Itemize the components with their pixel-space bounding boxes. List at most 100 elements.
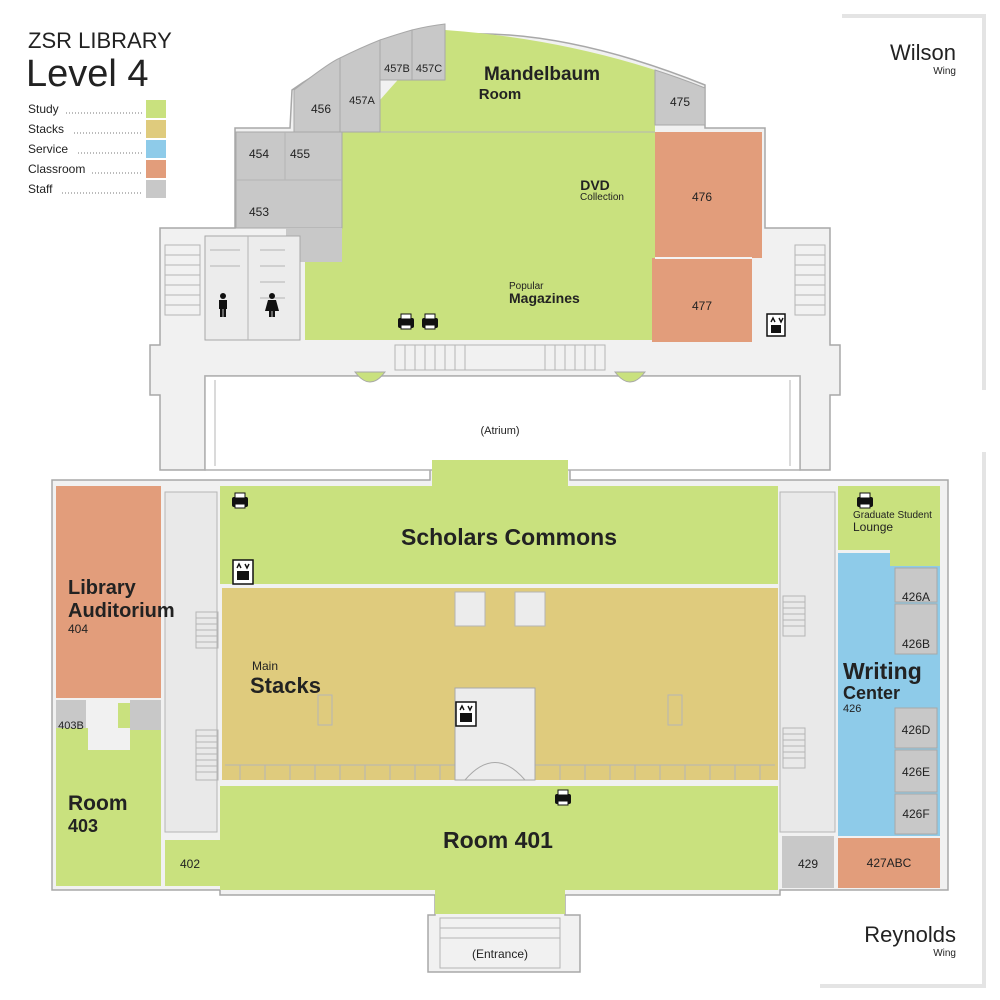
stacks-label: Stacks (250, 673, 321, 698)
elevator-icon (455, 701, 477, 727)
room-427abc (838, 838, 940, 888)
legend: Study Stacks Service Classroom Staff (28, 100, 166, 198)
printer-icon (422, 313, 438, 330)
room-429 (782, 836, 834, 888)
room-456 (293, 57, 341, 133)
room-477-label: 477 (692, 299, 712, 313)
legend-study-swatch (146, 100, 166, 118)
room-401-label: Room 401 (443, 827, 553, 853)
mandelbaum-label-2: Room (479, 86, 522, 103)
room-457c-label: 457C (416, 63, 442, 75)
legend-service-label: Service (28, 142, 68, 156)
level-title: Level 4 (26, 53, 149, 95)
room-457a-label: 457A (349, 95, 375, 107)
library-auditorium (56, 486, 161, 698)
room-402 (165, 840, 220, 886)
legend-stacks-swatch (146, 120, 166, 138)
stacks-stairs (317, 591, 683, 726)
magazines-label: Magazines (509, 290, 580, 306)
room-476 (655, 132, 762, 258)
room-477 (652, 258, 752, 342)
room-403 (56, 728, 161, 886)
room-456-label: 456 (311, 102, 331, 116)
bay-window-left (353, 371, 387, 383)
legend-service-swatch (146, 140, 166, 158)
room-476-label: 476 (692, 190, 712, 204)
printer-icon (555, 789, 571, 806)
room-403-label-2: 403 (68, 816, 98, 836)
room-426f (894, 793, 938, 835)
room-426e (894, 749, 938, 793)
bay-window-right (613, 371, 647, 383)
room-403-label-1: Room (68, 792, 128, 815)
room-404-label: 404 (68, 622, 88, 636)
legend-stacks-label: Stacks (28, 122, 64, 136)
room-457a (339, 39, 381, 133)
elevator-icon (232, 559, 254, 585)
upper-stairs (164, 244, 826, 371)
dvd-collection-label: Collection (580, 192, 624, 203)
room-403b (56, 700, 86, 728)
room-426a-label: 426A (902, 590, 930, 604)
room-453-label: 453 (249, 205, 269, 219)
auditorium-label: Auditorium (68, 600, 175, 622)
room-429-label: 429 (798, 857, 818, 871)
mandelbaum-room (380, 30, 655, 132)
room-426-label: 426 (843, 703, 861, 715)
mandelbaum-label-1: Mandelbaum (484, 64, 600, 85)
printer-icon (398, 313, 414, 330)
entrance-label: (Entrance) (472, 947, 528, 961)
graduate-student-label: Graduate Student (853, 510, 932, 521)
main-stacks (222, 588, 778, 780)
printer-icon (232, 492, 248, 509)
room-454-label: 454 (249, 147, 269, 161)
room-427abc-label: 427ABC (867, 856, 912, 870)
right-corridor (779, 491, 836, 833)
wilson-wing-sub: Wing (933, 66, 956, 77)
room-426b (894, 603, 938, 655)
room-426a (894, 567, 938, 603)
elevator-icon (766, 313, 786, 337)
staff-403-closet (130, 700, 161, 730)
room-426e-label: 426E (902, 765, 930, 779)
library-name: ZSR LIBRARY (28, 28, 172, 53)
room-455-label: 455 (290, 147, 310, 161)
popular-label: Popular (509, 281, 544, 292)
dvd-collection-area (305, 132, 655, 340)
mens-restroom-icon (219, 293, 227, 317)
scholars-commons-label: Scholars Commons (401, 524, 617, 550)
room-426f-label: 426F (902, 807, 929, 821)
dvd-label: DVD (580, 177, 610, 193)
legend-classroom-swatch (146, 160, 166, 178)
entrance-steps (439, 917, 561, 969)
room-403b-label: 403B (58, 720, 84, 732)
room-401 (220, 786, 778, 890)
room-401-alcove (435, 888, 565, 914)
room-457c (411, 23, 446, 81)
atrium-label: (Atrium) (480, 425, 519, 437)
room-475 (654, 69, 706, 126)
scholars-commons (220, 486, 778, 584)
scholars-commons-alcove (432, 460, 568, 490)
library-label: Library (68, 577, 137, 599)
writing-label: Writing (843, 658, 922, 684)
legend-staff-label: Staff (28, 182, 53, 196)
restroom-core (204, 235, 301, 341)
center-label: Center (843, 683, 900, 703)
atrium-void (204, 375, 801, 471)
room-426d-label: 426D (902, 723, 931, 737)
room-457b-label: 457B (384, 63, 410, 75)
reynolds-wing-sub: Wing (933, 948, 956, 959)
legend-study-label: Study (28, 102, 59, 116)
wilson-wing-name: Wilson (890, 40, 956, 65)
reynolds-wing-name: Reynolds (864, 922, 956, 947)
legend-staff-swatch (146, 180, 166, 198)
legend-classroom-label: Classroom (28, 162, 85, 176)
room-402-label: 402 (180, 857, 200, 871)
room-475-label: 475 (670, 95, 690, 109)
room-426b-label: 426B (902, 637, 930, 651)
main-label: Main (252, 659, 278, 673)
printer-icon (857, 492, 873, 509)
left-corridor (164, 491, 219, 833)
